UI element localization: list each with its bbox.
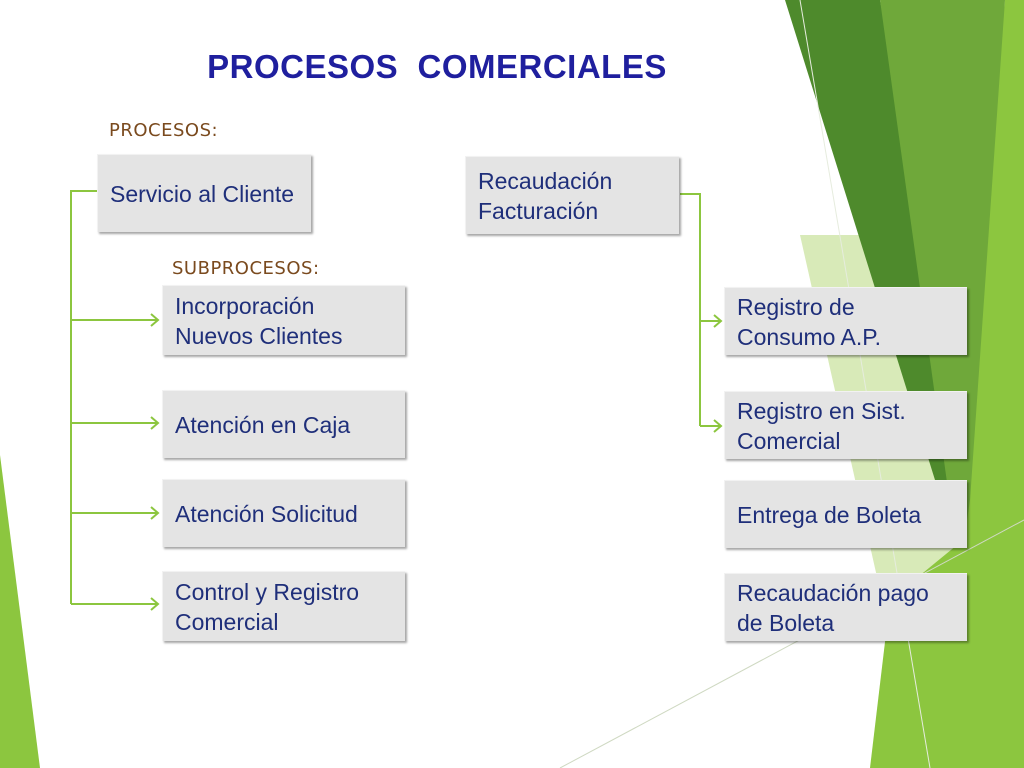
subprocess-box-registro-sist-comercial: Registro en Sist. Comercial	[724, 391, 967, 459]
procesos-label: PROCESOS:	[109, 120, 219, 141]
subprocess-box-atencion-solicitud: Atención Solicitud	[162, 479, 405, 547]
subprocess-label: Registro de Consumo A.P.	[737, 293, 882, 350]
subprocess-label: Registro en Sist. Comercial	[737, 397, 906, 454]
arrow-right-1	[713, 314, 723, 328]
subprocess-label: Incorporación Nuevos Clientes	[175, 292, 343, 349]
subprocess-label: Atención en Caja	[175, 411, 351, 438]
deco-left-green-triangle	[0, 455, 40, 768]
arrow-left-2	[150, 416, 160, 430]
process-label: Servicio al Cliente	[110, 180, 295, 207]
subprocess-label: Control y Registro Comercial	[175, 578, 360, 635]
process-box-recaudacion-facturacion: Recaudación Facturación	[465, 156, 679, 234]
subprocess-box-atencion-caja: Atención en Caja	[162, 390, 405, 458]
subprocess-box-incorporacion: Incorporación Nuevos Clientes	[162, 285, 405, 355]
right-connector-trunk	[680, 193, 701, 426]
process-box-servicio-cliente: Servicio al Cliente	[97, 154, 311, 232]
arrow-right-2	[713, 419, 723, 433]
arrow-left-1	[150, 313, 160, 327]
subprocess-label: Entrega de Boleta	[737, 501, 922, 528]
deco-thin-line	[559, 519, 1024, 768]
slide-title: PROCESOS COMERCIALES	[207, 48, 667, 85]
subprocesos-label: SUBPROCESOS:	[172, 258, 320, 279]
process-label: Recaudación Facturación	[478, 167, 613, 224]
subprocess-label: Atención Solicitud	[175, 500, 358, 527]
subprocess-label: Recaudación pago de Boleta	[737, 579, 929, 636]
subprocess-box-registro-consumo: Registro de Consumo A.P.	[724, 287, 967, 355]
deco-right-mid-band	[880, 0, 1005, 560]
arrow-left-4	[150, 597, 160, 611]
subprocess-box-entrega-boleta: Entrega de Boleta	[724, 480, 967, 548]
arrow-left-3	[150, 506, 160, 520]
left-connector-trunk	[70, 190, 97, 604]
subprocess-box-control-registro: Control y Registro Comercial	[162, 571, 405, 641]
subprocess-box-recaudacion-pago: Recaudación pago de Boleta	[724, 573, 967, 641]
